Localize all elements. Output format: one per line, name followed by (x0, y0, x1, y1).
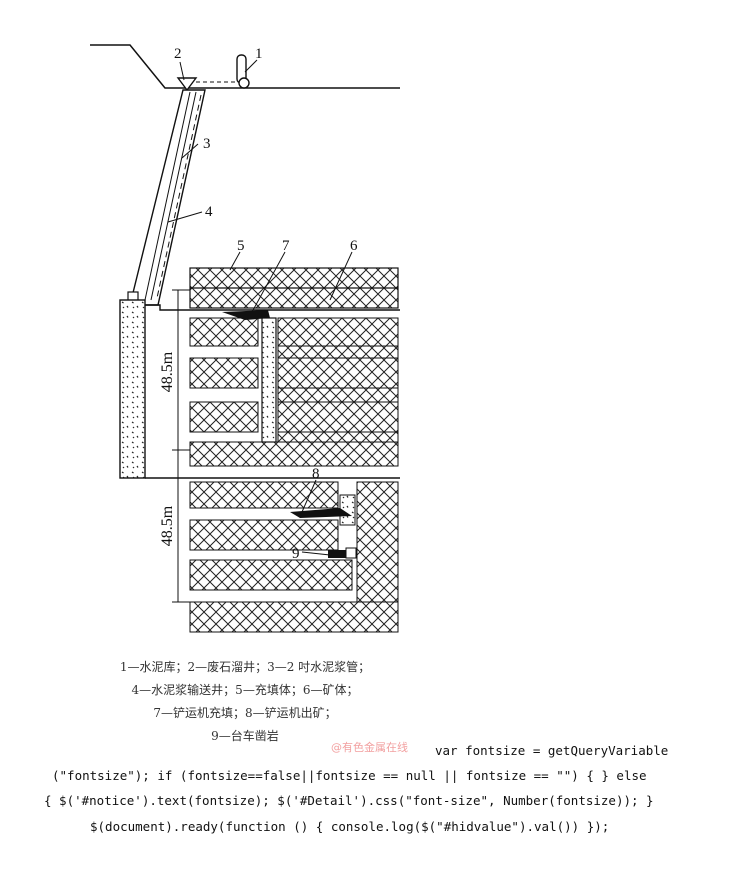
dimension-label-upper: 48.5m (159, 351, 176, 392)
code-line: var fontsize = getQueryVariable (435, 743, 669, 758)
code-line: ("fontsize"); if (fontsize==false||fonts… (52, 768, 647, 783)
dimension-lines (172, 289, 190, 603)
caption-line: 4—水泥浆输送井；5—充填体；6—矿体； (131, 683, 359, 697)
watermark: @有色金属在线 (331, 741, 408, 754)
callout-3: 3 (203, 136, 211, 152)
caption-line: 7—铲运机充填；8—铲运机出矿； (153, 706, 337, 720)
caption-line: 1—水泥库；2—废石溜井；3—2 吋水泥浆管； (119, 660, 371, 674)
callout-4: 4 (205, 204, 213, 220)
cement-silo (196, 54, 250, 89)
callout-5: 5 (237, 238, 245, 254)
code-line: { $('#notice').text(fontsize); $('#Detai… (44, 793, 654, 808)
callout-9: 9 (292, 546, 300, 562)
upper-levels (189, 267, 399, 467)
callout-1: 1 (255, 46, 263, 62)
leader-lines (167, 59, 353, 556)
waste-rock-pass-funnel (176, 77, 198, 92)
callout-8: 8 (312, 466, 320, 482)
dimension-label-lower: 48.5m (159, 505, 176, 546)
lower-levels (189, 481, 399, 633)
ground-surface (90, 44, 400, 89)
caption-line: 9—台车凿岩 (211, 729, 279, 743)
mining-section-diagram: 48.5m 48.5m 1 2 3 4 5 7 6 8 9 (90, 44, 400, 633)
callout-6: 6 (350, 238, 358, 254)
figure-caption: 1—水泥库；2—废石溜井；3—2 吋水泥浆管； 4—水泥浆输送井；5—充填体；6… (0, 656, 490, 748)
callout-7: 7 (282, 238, 290, 254)
slurry-shaft (119, 299, 400, 479)
code-line: $(document).ready(function () { console.… (90, 819, 610, 834)
callout-2: 2 (174, 46, 182, 62)
